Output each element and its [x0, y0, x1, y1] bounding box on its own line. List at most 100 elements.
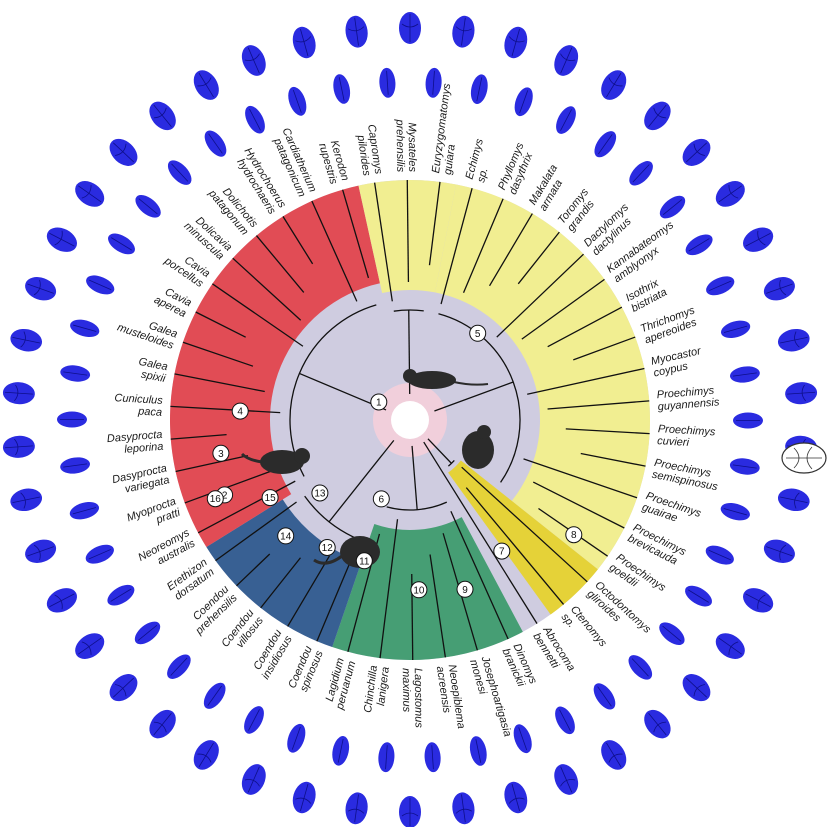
brain-icon [109, 674, 138, 702]
species-label: Caviaporcellus [161, 245, 212, 291]
tip-branch [287, 555, 331, 627]
brain-icon [134, 621, 161, 645]
species-label: Lagidiumperuanum [322, 657, 358, 712]
brain-icon [682, 674, 711, 702]
brain-icon [287, 723, 306, 753]
tip-branch [428, 181, 441, 266]
brain-icon [167, 654, 191, 679]
brain-icon [10, 488, 43, 512]
brain-icon [379, 67, 396, 98]
node-marker: 14 [277, 527, 295, 545]
tip-branch [236, 553, 271, 587]
tip-branch [532, 481, 625, 529]
brain-ring [2, 12, 818, 827]
tip-branch [450, 510, 509, 640]
brain-icon [729, 366, 760, 383]
brain-icon [733, 412, 763, 429]
brain-icon [682, 138, 711, 166]
brain-icon [715, 181, 745, 207]
brain-icon [555, 706, 575, 735]
tip-branch [379, 519, 399, 659]
tip-branch [547, 306, 623, 348]
brain-icon [513, 724, 532, 754]
brain-icon [107, 584, 135, 606]
tip-branch [282, 216, 314, 265]
species-label: Myocastorcoypus [650, 345, 706, 380]
node-marker: 16 [206, 490, 224, 508]
brain-icon [720, 502, 750, 521]
brain-icon [763, 539, 795, 563]
brain-icon [345, 792, 368, 825]
brain-icon [685, 234, 713, 256]
brain-icon [424, 742, 441, 773]
brain-icon [452, 792, 475, 825]
clade-wedge [434, 184, 650, 570]
brain-icon [149, 709, 176, 739]
species-label: Echimyssp. [464, 137, 498, 184]
node-marker: 5 [469, 324, 487, 342]
brain-icon [292, 26, 316, 59]
brain-icon [75, 633, 105, 659]
tip-branch [527, 367, 645, 395]
tip-branch [517, 231, 560, 285]
brain-icon [554, 764, 579, 795]
tip-branch [547, 400, 650, 410]
tip-branch [175, 454, 249, 473]
stem-branch [427, 438, 452, 464]
species-label: Lagostomusmaximus [400, 668, 425, 729]
tip-branch [488, 213, 533, 287]
brain-icon [399, 796, 421, 827]
species-label: Mysatelesprehensilis [394, 118, 419, 172]
species-label: Myoproctapratti [125, 495, 182, 535]
brain-icon [245, 105, 265, 134]
brain-icon [204, 130, 227, 157]
brain-icon [69, 502, 100, 520]
brain-icon [10, 328, 43, 352]
brain-icon [2, 435, 35, 458]
brain-icon [378, 742, 395, 773]
tip-branch [260, 557, 301, 609]
species-label: Thrichomysapereoides [639, 304, 701, 346]
brain-icon [601, 740, 627, 770]
brain-icon [345, 15, 368, 48]
brain-icon [25, 277, 57, 301]
species-label: Coendouvillosus [219, 607, 266, 657]
brain-icon [729, 458, 760, 475]
animal-silhouettes [240, 369, 494, 568]
node-number: 11 [359, 556, 370, 567]
tip-branch [195, 311, 246, 338]
node-marker: 8 [565, 526, 583, 544]
brain-icon [60, 457, 91, 474]
species-label: Cuniculuspaca [113, 392, 163, 419]
brain-icon [629, 161, 653, 186]
node-number: 5 [475, 329, 481, 340]
tip-branch [565, 428, 650, 435]
tip-branch [465, 487, 565, 605]
node-number: 15 [265, 493, 277, 504]
rat-silhouette-icon [403, 369, 489, 389]
brain-icon [425, 67, 442, 98]
node-number: 2 [222, 490, 228, 501]
species-label: Neoepiblemaacreensis [434, 664, 467, 732]
brain-icon [715, 633, 745, 659]
brain-icon [601, 70, 627, 100]
species-label: Kerodonrupestris [316, 138, 351, 186]
species-label: Dasyproctavariegata [111, 462, 170, 497]
node-number: 12 [322, 543, 334, 554]
node-number: 6 [379, 494, 385, 505]
brain-icon [470, 74, 488, 104]
tip-branch [255, 235, 305, 293]
tip-branch [373, 182, 393, 302]
tip-branch [580, 452, 646, 467]
brain-icon [108, 233, 135, 255]
node-number: 9 [462, 585, 468, 596]
tip-branch [341, 189, 370, 279]
tip-branch [311, 200, 358, 302]
brain-icon [763, 277, 795, 301]
brain-icon [193, 70, 219, 100]
tip-branch [462, 198, 504, 294]
species-label: Proechimysguyannensis [656, 384, 720, 413]
brain-icon [167, 160, 192, 185]
brain-icon [659, 622, 685, 646]
